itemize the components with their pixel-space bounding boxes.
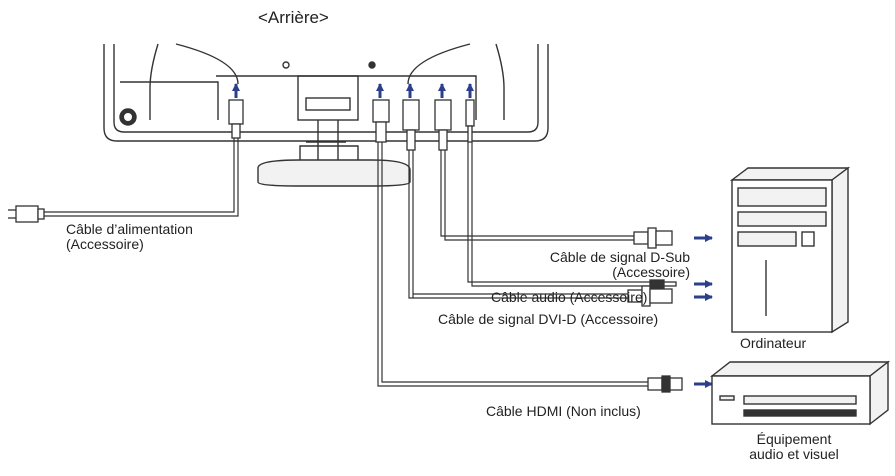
av-equipment-label: Équipement audio et visuel [724,432,864,462]
av-equipment-icon [709,360,891,426]
power-cable-label-line1: Câble d’alimentation [66,221,193,237]
port-arrows [232,83,474,98]
dsub-cable-label-line1: Câble de signal D-Sub [549,249,690,265]
computer-label: Ordinateur [740,335,807,351]
dsub-cable-label-line2: (Accessoire) [612,264,690,280]
power-plug-icon [8,205,45,223]
dvi-cable-label: Câble de signal DVI-D (Accessoire) [438,311,659,327]
device-arrows [694,234,713,388]
end-connectors [627,227,683,393]
monitor-connectors [228,99,475,151]
power-cable-label-line2: (Accessoire) [66,236,144,252]
av-equipment-label-line1: Équipement [756,431,832,447]
computer-tower-icon [729,166,851,334]
page-title: <Arrière> [258,8,329,27]
cables [40,138,650,387]
monitor-rear [103,43,549,187]
audio-cable-label: Câble audio (Accessoire) [491,289,648,305]
dsub-cable-label: Câble de signal D-Sub (Accessoire) [510,250,690,280]
power-cable-label: Câble d’alimentation (Accessoire) [66,222,193,252]
av-equipment-label-line2: audio et visuel [749,446,839,462]
hdmi-cable-label: Câble HDMI (Non inclus) [486,403,641,419]
